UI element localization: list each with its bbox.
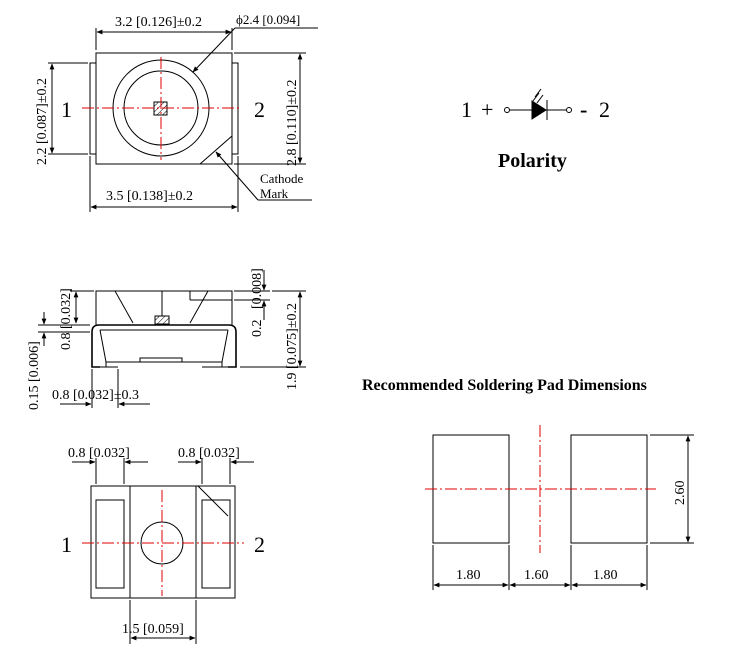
top-view: 3.2 [0.126]±0.2 ϕ2.4 [0.094] 2.2 [0.087]… — [35, 12, 318, 212]
cathode-corner-mark — [199, 135, 233, 165]
bottom-pin-2: 2 — [254, 532, 265, 557]
top-pin-2: 2 — [254, 97, 265, 122]
dim-side-015: 0.15 [0.006] — [27, 341, 42, 410]
led-emission-arrow-2 — [536, 94, 544, 104]
dim-top-overall-width: 3.5 [0.138]±0.2 — [106, 189, 193, 204]
bottom-pad-left — [95, 499, 125, 589]
dim-bottom-pad-right: 0.8 [0.032] — [178, 446, 240, 461]
dim-pad-height: 2.60 — [673, 481, 688, 506]
side-body-outline — [99, 329, 229, 363]
polarity-pin-1: 1 — [461, 97, 472, 122]
side-lead-frame — [91, 324, 237, 368]
dim-side-0008: [0.008] — [250, 268, 265, 309]
dim-bottom-spacing: 1.5 [0.059] — [122, 622, 184, 637]
polarity-minus: - — [580, 97, 587, 122]
dim-pad-width-right: 1.80 — [593, 568, 618, 583]
bottom-pin-1: 1 — [61, 532, 72, 557]
dim-pad-width-left: 1.80 — [456, 568, 481, 583]
led-diode-symbol — [531, 100, 547, 120]
bottom-pad-right — [201, 499, 231, 589]
cathode-label-2: Mark — [260, 186, 289, 201]
solder-pad-title: Recommended Soldering Pad Dimensions — [362, 377, 647, 394]
lens-leader-line — [192, 27, 236, 73]
side-view: 0.8 [0.032] 0.15 [0.006] 0.8 [0.032]±0.3… — [27, 268, 306, 410]
led-emission-arrow-1 — [532, 92, 540, 102]
cathode-leader-line — [215, 151, 259, 201]
polarity-plus: + — [481, 97, 493, 122]
dim-pad-gap: 1.60 — [524, 568, 549, 583]
side-die — [154, 315, 170, 325]
top-pin-1: 1 — [61, 97, 72, 122]
dim-side-08-left: 0.8 [0.032] — [59, 288, 74, 350]
polarity-pin-2: 2 — [599, 97, 610, 122]
dim-bottom-pad-left: 0.8 [0.032] — [68, 446, 130, 461]
dim-top-height-right: 2.8 [0.110]±0.2 — [285, 80, 300, 167]
dim-lens-diameter: ϕ2.4 [0.094] — [236, 12, 300, 27]
solder-pad-diagram: Recommended Soldering Pad Dimensions 2.6… — [362, 377, 694, 590]
dim-side-02: 0.2 — [250, 320, 265, 338]
polarity-diagram: 1 + - 2 Polarity — [461, 88, 610, 172]
bottom-view: 0.8 [0.032] 0.8 [0.032] 1.5 [0.059] 1 2 — [61, 446, 265, 644]
polarity-title: Polarity — [498, 150, 567, 172]
dim-top-width: 3.2 [0.126]±0.2 — [115, 15, 202, 30]
bottom-body-outline — [90, 485, 236, 599]
side-lens-outline — [95, 290, 233, 325]
cathode-label-1: Cathode — [260, 171, 304, 186]
dim-side-height: 1.9 [0.075]±0.2 — [285, 303, 300, 390]
dim-top-height-left: 2.2 [0.087]±0.2 — [35, 78, 50, 165]
dim-side-08-bottom: 0.8 [0.032]±0.3 — [52, 388, 139, 403]
